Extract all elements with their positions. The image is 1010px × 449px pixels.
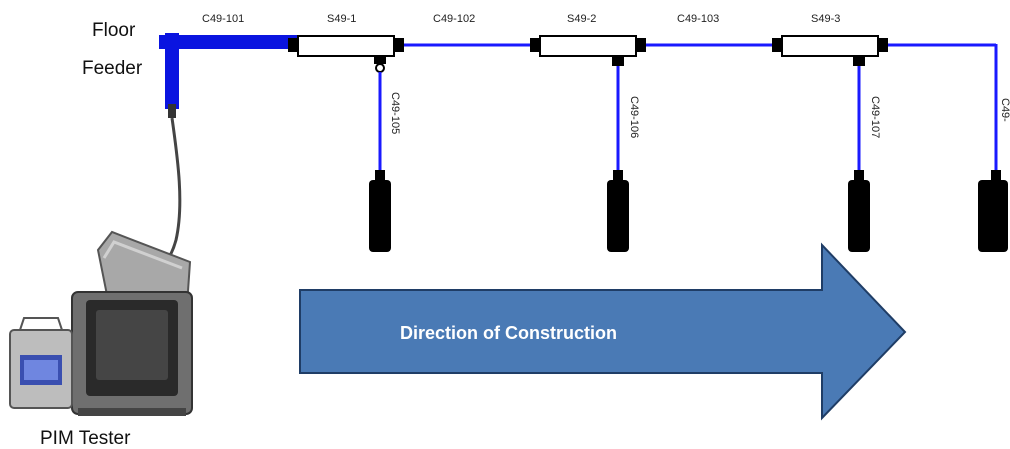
pim-tester-icon: [10, 232, 192, 416]
drop-cables: [380, 66, 859, 172]
arrow-label: Direction of Construction: [400, 323, 617, 343]
drop-cable-label-1: C49-105: [389, 92, 401, 134]
feeder-label: Feeder: [82, 58, 143, 79]
splitter-s49-2: [530, 36, 646, 66]
antenna-2: [607, 170, 629, 252]
trunk-cable-label-3: C49-103: [677, 13, 719, 25]
splitter-label-3: S49-3: [811, 13, 840, 25]
drop-cable-label-2: C49-106: [628, 96, 640, 138]
antenna-3: [848, 170, 870, 252]
trunk-cable-label-1: C49-101: [202, 13, 244, 25]
trunk-cable-line: [395, 44, 996, 180]
trunk-cable-label-2: C49-102: [433, 13, 475, 25]
splitter-label-1: S49-1: [327, 13, 356, 25]
drop-cable-label-4: C49-: [999, 98, 1010, 122]
floor-label: Floor: [92, 20, 136, 41]
splitter-s49-1: [288, 36, 404, 72]
splitter-label-2: S49-2: [567, 13, 596, 25]
antenna-1: [369, 170, 391, 252]
pim-tester-label: PIM Tester: [40, 428, 131, 449]
drop-cable-label-3: C49-107: [869, 96, 881, 138]
antenna-4: [978, 170, 1008, 252]
splitter-s49-3: [772, 36, 888, 66]
